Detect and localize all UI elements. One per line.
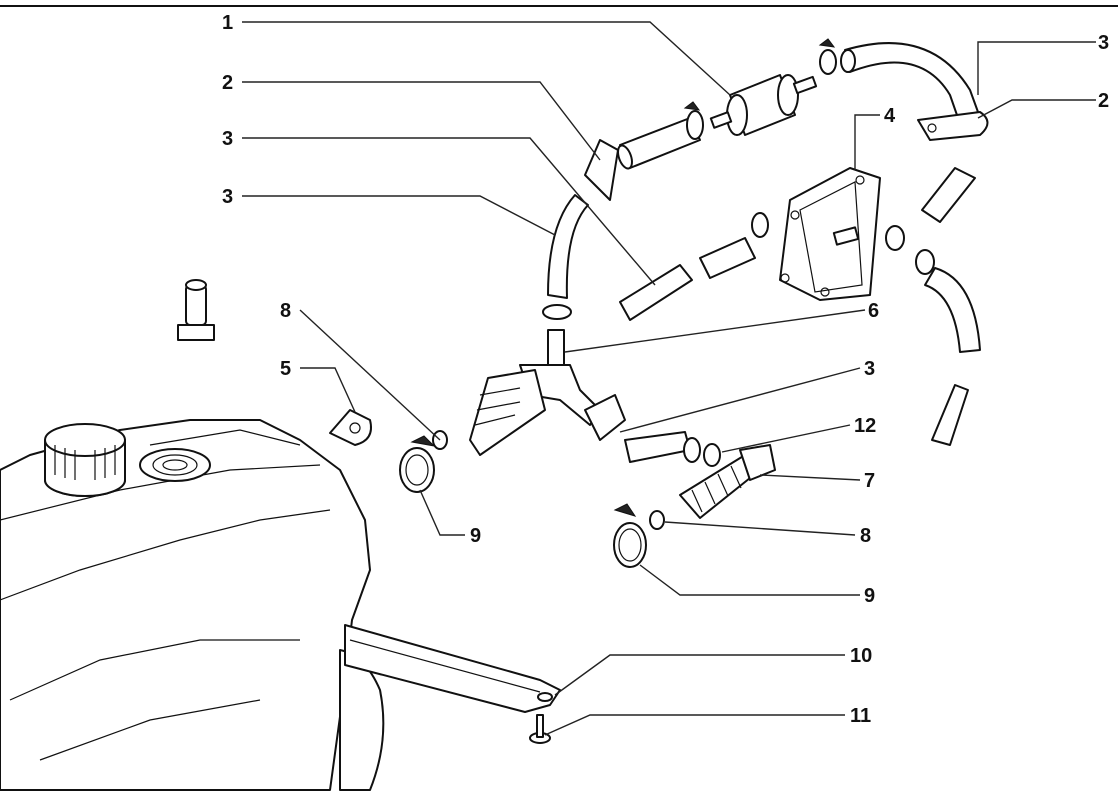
clip-left bbox=[584, 139, 619, 201]
callout-9: 9 bbox=[864, 585, 875, 607]
callout-4: 4 bbox=[884, 105, 896, 127]
hose-middle bbox=[619, 264, 693, 321]
oring-right bbox=[649, 510, 665, 530]
clip-right bbox=[917, 111, 989, 141]
callout-12: 12 bbox=[854, 415, 876, 437]
strainer-left bbox=[469, 369, 546, 456]
callout-8: 8 bbox=[280, 300, 291, 322]
callout-3: 3 bbox=[1098, 32, 1109, 54]
callout-7: 7 bbox=[864, 470, 875, 492]
hose-pump-inlet bbox=[699, 212, 769, 279]
callout-10: 10 bbox=[850, 645, 872, 667]
leader-lines bbox=[242, 21, 1096, 736]
callout-11: 11 bbox=[850, 705, 871, 727]
tank-flange bbox=[139, 448, 211, 482]
clamp-tee-top bbox=[542, 304, 572, 320]
clamp-pump-outlet-a bbox=[885, 225, 905, 251]
hose-tee-right bbox=[584, 394, 626, 441]
hose-lower-middle bbox=[624, 431, 701, 463]
hose-right-short bbox=[921, 167, 976, 223]
support-bracket bbox=[344, 624, 561, 713]
callout-8: 8 bbox=[860, 525, 871, 547]
screw bbox=[529, 714, 551, 744]
clamp-left bbox=[399, 435, 436, 493]
callout-labels: 1 2 3 3 3 2 4 8 6 5 3 12 7 9 8 9 10 11 bbox=[222, 12, 1109, 727]
hose-left-vertical bbox=[547, 194, 589, 299]
fuel-filter bbox=[709, 74, 818, 136]
callout-2: 2 bbox=[1098, 90, 1109, 112]
hose-right-lower bbox=[931, 384, 969, 446]
fuel-pump bbox=[779, 167, 881, 301]
callout-3: 3 bbox=[222, 186, 233, 208]
clamp-small bbox=[703, 443, 721, 467]
callout-3: 3 bbox=[864, 358, 875, 380]
callout-2: 2 bbox=[222, 72, 233, 94]
clamp-filter-inlet bbox=[683, 101, 704, 140]
filler-cap bbox=[44, 423, 126, 497]
callout-1: 1 bbox=[222, 12, 233, 34]
strainer-right bbox=[679, 444, 776, 519]
clip-small bbox=[329, 409, 372, 446]
fuel-tank bbox=[0, 279, 385, 791]
callout-5: 5 bbox=[280, 358, 291, 380]
hose-top-right bbox=[840, 42, 979, 119]
clamp-filter-outlet bbox=[818, 38, 837, 75]
callout-6: 6 bbox=[868, 300, 879, 322]
clamp-pump-outlet-b bbox=[915, 249, 935, 275]
tank-vent-nipple bbox=[177, 279, 215, 341]
callout-9: 9 bbox=[470, 525, 481, 547]
callout-3: 3 bbox=[222, 128, 233, 150]
hose-filter-inlet bbox=[617, 117, 701, 170]
hose-right-curved bbox=[924, 267, 981, 353]
clamp-right bbox=[613, 503, 647, 568]
